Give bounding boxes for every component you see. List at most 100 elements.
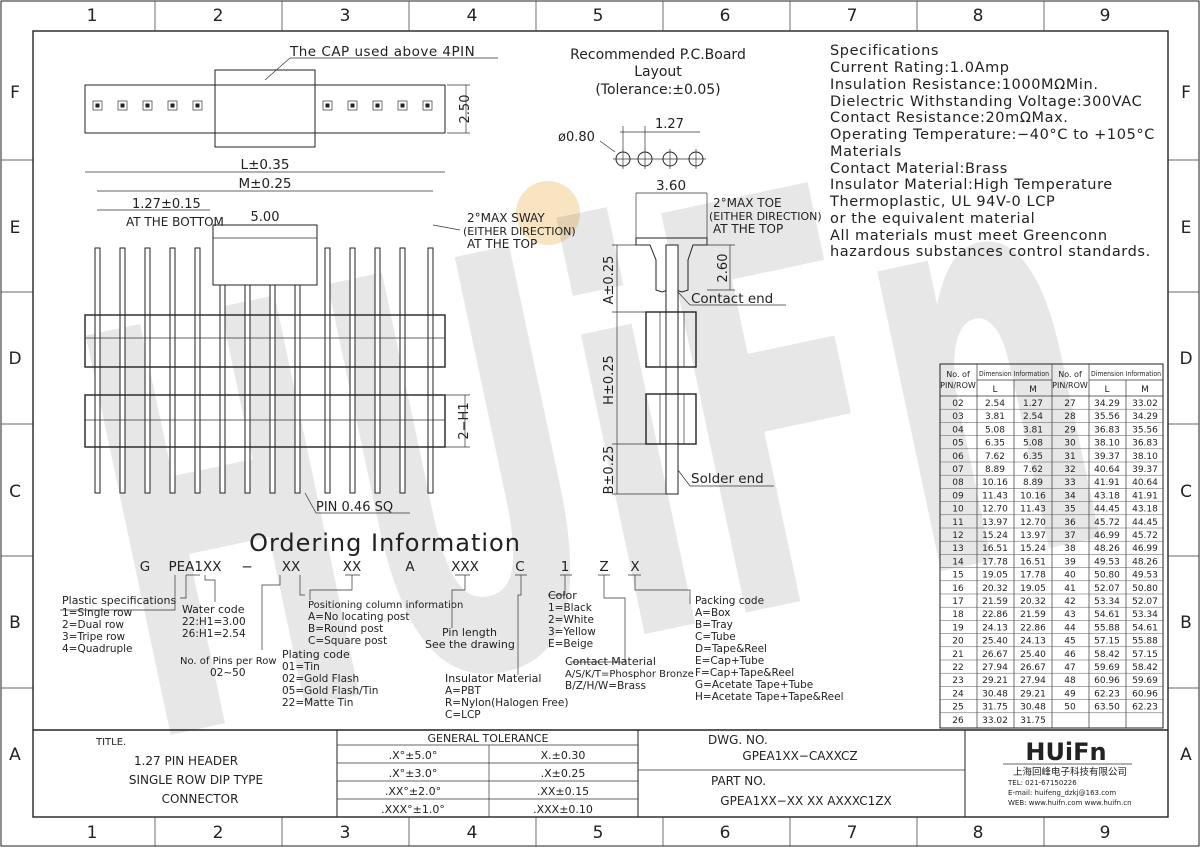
table-cell: 59.69 [1132,676,1158,686]
table-cell: 11.43 [1020,505,1046,515]
toe-note-1: 2°MAX TOE [713,196,782,210]
tol-linear-1: X.±0.30 [541,749,586,762]
ord-line: B/Z/H/W=Brass [565,680,646,692]
table-cell: 12 [952,531,963,541]
table-cell: 15 [952,571,963,581]
ordering-leader-lines [60,574,691,675]
table-header-pins-1-right: No. of [1058,370,1082,379]
row-label-e: E [10,218,21,238]
table-header-m: M [1029,385,1037,395]
col-label-2-bottom: 2 [213,823,224,843]
table-cell: 43 [1064,610,1075,620]
table-cell: 26.67 [1020,663,1046,673]
row-label-c-right: C [1180,482,1192,502]
spec-line: Materials [830,144,902,160]
spec-line: Contact Material:Brass [830,161,1008,177]
table-cell: 3.81 [1023,425,1043,435]
table-cell: 48 [1064,676,1076,686]
tol-angle-2: .X°±3.0° [389,767,438,780]
cap-body [214,69,316,148]
col-label-3-bottom: 3 [340,823,351,843]
table-cell: 22 [952,663,963,673]
table-cell: 50 [1064,703,1076,713]
table-cell: 10.16 [1020,491,1046,501]
tol-angle-4: .XXX°±1.0° [381,803,445,816]
table-cell: 17.78 [982,557,1008,567]
ord-line: D=Tape&Reel [695,643,767,655]
table-cell: 46.99 [1094,531,1120,541]
col-label-9: 9 [1100,6,1111,26]
table-cell: 5.08 [985,425,1005,435]
table-cell: 46.99 [1132,544,1158,554]
dim-h1: 2−H1 [457,402,472,439]
dim-b: B±0.25 [602,446,617,495]
part-value: GPEA1XX−XX XX AXXXC1ZX [720,794,891,808]
col-label-6: 6 [720,6,731,26]
table-cell: 62.23 [1094,689,1120,699]
ord-color: Color 1=Black 2=White 3=Yellow E=Beige [548,589,596,650]
pitch-note: AT THE BOTTOM [126,215,224,229]
table-cell: 31.75 [1020,716,1046,726]
table-cell: 8.89 [1023,478,1043,488]
table-cell: 36.83 [1132,439,1158,449]
table-cell: 17.78 [1020,571,1046,581]
table-cell: 03 [952,412,963,422]
table-cell: 44.45 [1094,505,1120,515]
code-part: 1 [561,559,570,575]
title-line-2: SINGLE ROW DIP TYPE [129,773,263,787]
ord-line: A=PBT [445,685,482,697]
dim-2-60: 2.60 [716,254,731,283]
ord-line: 05=Gold Flash/Tin [282,685,378,697]
col-label-8: 8 [973,6,984,26]
table-cell: 41.91 [1094,478,1120,488]
row-label-a-right: A [1180,745,1192,765]
tol-linear-4: .XXX±0.10 [533,803,593,816]
table-cell: 05 [952,439,963,449]
ordering-information: Ordering Information G PEA1XX − XX XX A … [60,529,844,721]
code-part: − [241,559,252,575]
table-cell: 30.48 [982,689,1008,699]
company-logo: HUiFn [1025,738,1106,766]
table-header-m-right: M [1141,385,1149,395]
table-cell: 02 [952,399,963,409]
table-cell: 6.35 [985,439,1005,449]
table-cell: 31 [1064,452,1075,462]
table-cell: 8.89 [985,465,1005,475]
row-label-f-right: F [1181,83,1191,103]
table-cell: 36 [1064,518,1076,528]
table-cell: 58.42 [1094,650,1120,660]
table-cell: 08 [952,478,964,488]
table-cell: 39.37 [1132,465,1158,475]
table-cell: 34.29 [1132,412,1158,422]
table-cell: 06 [952,452,964,462]
ord-packing: Packing code A=Box B=Tray C=Tube D=Tape&… [695,595,844,703]
table-cell: 33.02 [982,716,1008,726]
code-part: C [515,559,524,575]
table-cell: 7.62 [985,452,1005,462]
table-header-pins-1: No. of [946,370,970,379]
col-label-4: 4 [467,6,478,26]
ord-line: Plating code [282,648,350,661]
dim-5-00: 5.00 [251,210,280,225]
ord-line: A=No locating post [308,611,410,623]
table-cell: 30.48 [1020,703,1046,713]
table-cell: 13.97 [982,518,1008,528]
spec-line: Specifications [830,43,939,59]
sway-note-1: 2°MAX SWAY [467,211,545,225]
row-label-f: F [10,83,20,103]
pcb-title-1: Recommended P.C.Board [570,47,746,63]
table-cell: 44 [1064,623,1076,633]
table-cell: 33.02 [1132,399,1158,409]
table-cell: 54.61 [1132,623,1158,633]
table-cell: 49.53 [1132,571,1158,581]
table-cell: 48.26 [1132,557,1158,567]
table-cell: 2.54 [985,399,1005,409]
table-cell: 40.64 [1094,465,1120,475]
side-view: 3.60 2°MAX TOE (EITHER DIRECTION) AT THE… [602,178,822,495]
hole-dim: ø0.80 [558,130,595,145]
highlight-spot [516,181,580,245]
ord-line: Pin length [442,626,497,639]
ord-line: 3=Tripe row [62,631,126,643]
table-cell: 48.26 [1094,544,1120,554]
ord-line: 22:H1=3.00 [182,616,246,628]
